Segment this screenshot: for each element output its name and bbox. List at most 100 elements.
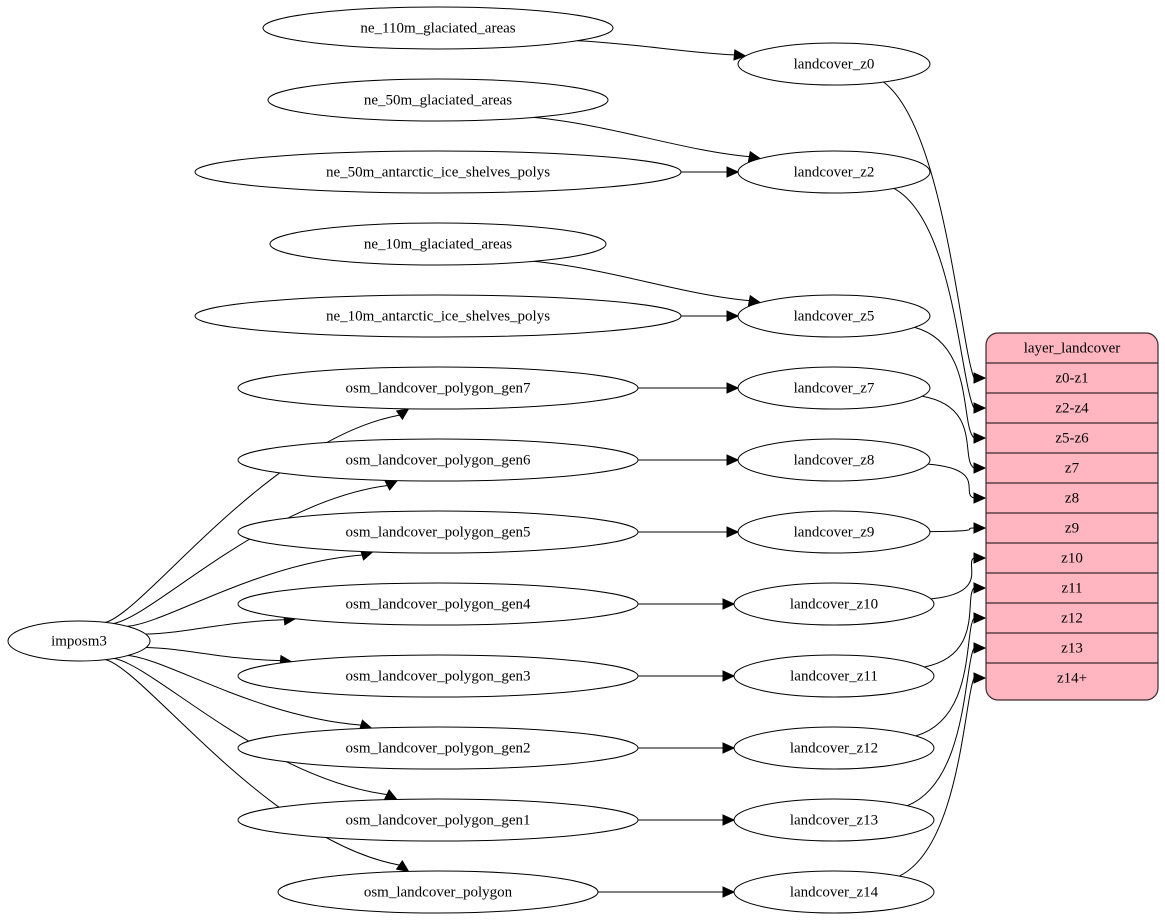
node-osm_landcover_polygon_gen2[interactable]: osm_landcover_polygon_gen2: [237, 726, 639, 770]
node-label: landcover_z7: [794, 380, 875, 396]
table-row-label: z2-z4: [1055, 400, 1089, 416]
node-ne_110m_glaciated_areas[interactable]: ne_110m_glaciated_areas: [262, 6, 614, 50]
edge-arrowhead: [722, 742, 736, 754]
edge-arrowhead: [973, 462, 987, 474]
node-shape: [733, 870, 935, 914]
edge-landcover_z8-to-row-z8: [928, 463, 987, 504]
edge-arrowhead: [722, 598, 736, 610]
edge-arrowhead: [383, 789, 398, 800]
node-landcover_z12[interactable]: landcover_z12: [733, 726, 935, 770]
node-label: ne_50m_glaciated_areas: [364, 92, 512, 108]
table-row-label: z12: [1061, 610, 1083, 626]
node-landcover_z11[interactable]: landcover_z11: [733, 654, 935, 698]
edge-line: [907, 647, 975, 807]
node-shape: [237, 510, 639, 554]
edge-line: [145, 619, 285, 635]
node-shape: [7, 620, 151, 662]
node-shape: [267, 78, 609, 122]
node-shape: [262, 6, 614, 50]
edge-ne_10m_antarctic_ice_shelves_polys-to-landcover_z5: [681, 310, 740, 322]
edge-landcover_z11-to-row-z11: [924, 582, 987, 668]
table-node-layer-landcover[interactable]: layer_landcoverz0-z1z2-z4z5-z6z7z8z9z10z…: [985, 332, 1159, 701]
table-row-label: z13: [1061, 640, 1083, 656]
node-label: osm_landcover_polygon_gen6: [346, 452, 531, 468]
table-row-label: z14+: [1057, 670, 1087, 686]
table-row-label: z9: [1065, 520, 1079, 536]
node-landcover_z7[interactable]: landcover_z7: [737, 366, 931, 410]
node-label: landcover_z12: [790, 740, 878, 756]
node-layer: imposm3 ne_110m_glaciated_areas ne_50m_gla…: [7, 6, 935, 914]
node-ne_10m_antarctic_ice_shelves_polys[interactable]: ne_10m_antarctic_ice_shelves_polys: [194, 294, 682, 338]
edge-line: [146, 647, 281, 662]
edge-imposm3-to-osm_landcover_polygon_gen7: [105, 408, 410, 623]
edge-arrowhead: [973, 552, 987, 564]
edge-arrowhead: [395, 408, 410, 421]
edge-osm_landcover_polygon-to-landcover_z14: [598, 886, 736, 898]
node-imposm3[interactable]: imposm3: [7, 620, 151, 662]
node-shape: [277, 870, 599, 914]
edge-arrowhead: [384, 480, 399, 491]
node-osm_landcover_polygon_gen4[interactable]: osm_landcover_polygon_gen4: [237, 582, 639, 626]
edge-imposm3-to-osm_landcover_polygon_gen4: [145, 614, 297, 635]
node-osm_landcover_polygon_gen6[interactable]: osm_landcover_polygon_gen6: [237, 438, 639, 482]
edge-arrowhead: [722, 886, 736, 898]
table-row-label: z10: [1061, 550, 1083, 566]
node-landcover_z2[interactable]: landcover_z2: [737, 150, 931, 194]
node-label: osm_landcover_polygon_gen2: [346, 740, 531, 756]
node-shape: [733, 726, 935, 770]
edge-landcover_z13-to-row-z13: [907, 642, 987, 807]
edge-landcover_z2-to-row-z2-z4: [893, 187, 987, 414]
edge-ne_50m_antarctic_ice_shelves_polys-to-landcover_z2: [681, 166, 740, 178]
node-landcover_z10[interactable]: landcover_z10: [733, 582, 935, 626]
node-shape: [237, 654, 639, 698]
node-ne_10m_glaciated_areas[interactable]: ne_10m_glaciated_areas: [269, 222, 607, 266]
node-shape: [237, 798, 639, 842]
edge-arrowhead: [973, 672, 987, 684]
node-osm_landcover_polygon_gen5[interactable]: osm_landcover_polygon_gen5: [237, 510, 639, 554]
node-label: landcover_z13: [790, 812, 878, 828]
node-landcover_z9[interactable]: landcover_z9: [737, 510, 931, 554]
edge-line: [105, 659, 400, 866]
edge-osm_landcover_polygon_gen1-to-landcover_z13: [638, 814, 736, 826]
edge-line: [127, 554, 363, 627]
node-landcover_z5[interactable]: landcover_z5: [737, 294, 931, 338]
node-landcover_z0[interactable]: landcover_z0: [737, 42, 931, 86]
node-osm_landcover_polygon_gen3[interactable]: osm_landcover_polygon_gen3: [237, 654, 639, 698]
edge-arrowhead: [722, 814, 736, 826]
edge-landcover_z7-to-row-z7: [922, 395, 987, 474]
edge-arrowhead: [722, 670, 736, 682]
node-landcover_z8[interactable]: landcover_z8: [737, 438, 931, 482]
edge-line: [915, 617, 975, 737]
edge-arrowhead: [726, 310, 740, 322]
node-osm_landcover_polygon_gen1[interactable]: osm_landcover_polygon_gen1: [237, 798, 639, 842]
edge-imposm3-to-osm_landcover_polygon: [105, 659, 410, 873]
node-label: landcover_z10: [790, 596, 878, 612]
node-label: osm_landcover_polygon_gen5: [346, 524, 531, 540]
node-landcover_z13[interactable]: landcover_z13: [733, 798, 935, 842]
edge-line: [924, 587, 975, 668]
node-shape: [269, 222, 607, 266]
node-landcover_z14[interactable]: landcover_z14: [733, 870, 935, 914]
edge-arrowhead: [726, 166, 740, 178]
node-osm_landcover_polygon[interactable]: osm_landcover_polygon: [277, 870, 599, 914]
edge-arrowhead: [973, 402, 987, 414]
edge-osm_landcover_polygon_gen7-to-landcover_z7: [638, 382, 740, 394]
node-label: osm_landcover_polygon: [364, 884, 513, 900]
node-shape: [194, 150, 682, 194]
edge-ne_110m_glaciated_areas-to-landcover_z0: [577, 40, 747, 61]
table-row-label: z11: [1061, 580, 1082, 596]
edge-arrowhead: [395, 860, 410, 873]
node-ne_50m_glaciated_areas[interactable]: ne_50m_glaciated_areas: [267, 78, 609, 122]
node-osm_landcover_polygon_gen7[interactable]: osm_landcover_polygon_gen7: [237, 366, 639, 410]
node-shape: [737, 366, 931, 410]
edge-line: [113, 657, 387, 795]
node-ne_50m_antarctic_ice_shelves_polys[interactable]: ne_50m_antarctic_ice_shelves_polys: [194, 150, 682, 194]
edge-landcover_z0-to-row-z0-z1: [883, 81, 987, 384]
edge-line: [533, 260, 750, 302]
node-label: landcover_z2: [794, 164, 875, 180]
node-label: landcover_z11: [790, 668, 878, 684]
edge-line: [113, 485, 388, 624]
edge-line: [922, 395, 975, 469]
node-label: landcover_z8: [794, 452, 875, 468]
